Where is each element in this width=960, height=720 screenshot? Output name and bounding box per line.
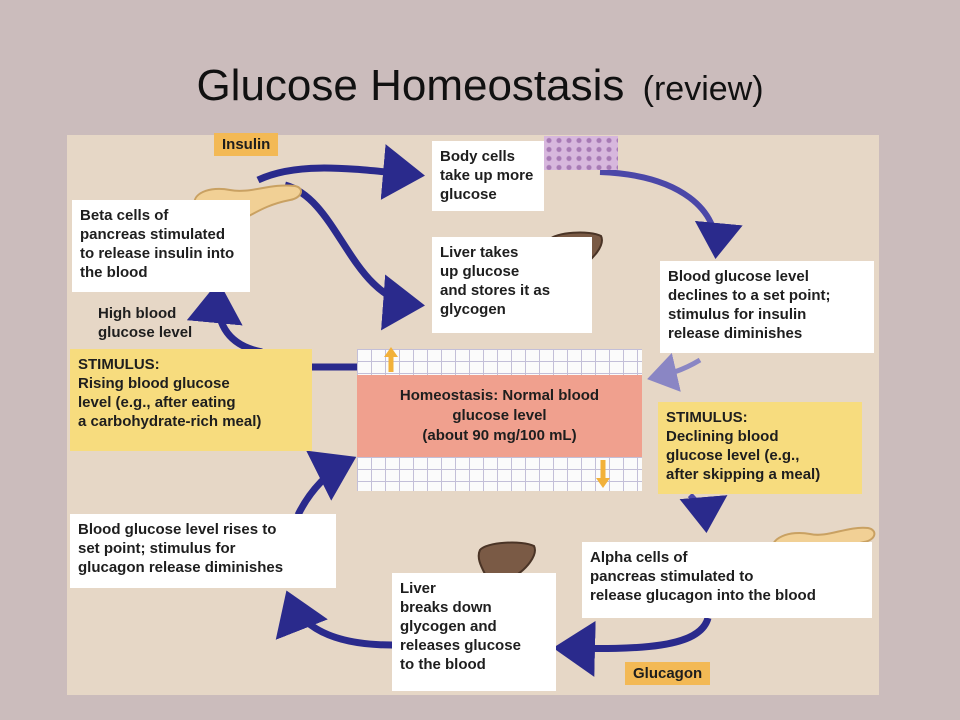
stimulus-rising-box: STIMULUS: Rising blood glucose level (e.… xyxy=(70,349,312,451)
high-blood-label: High blood glucose level xyxy=(98,305,193,341)
insulin-tag: Insulin xyxy=(214,133,279,156)
rises-box: Blood glucose level rises to set point; … xyxy=(70,514,336,588)
beta-cells-box: Beta cells of pancreas stimulated to rel… xyxy=(72,200,250,292)
body-cells-icon xyxy=(544,136,618,170)
alpha-cells-box: Alpha cells of pancreas stimulated to re… xyxy=(582,542,872,618)
liver-breaks-box: Liver breaks down glycogen and releases … xyxy=(392,573,556,691)
stimulus-declining-box: STIMULUS: Declining blood glucose level … xyxy=(658,402,862,494)
title-main: Glucose Homeostasis xyxy=(196,61,625,110)
body-cells-box: Body cells take up more glucose xyxy=(432,141,544,211)
page-title: Glucose Homeostasis (review) xyxy=(0,56,960,119)
glucagon-tag: Glucagon xyxy=(625,662,711,685)
declines-box: Blood glucose level declines to a set po… xyxy=(660,261,874,353)
liver-takes-box: Liver takes up glucose and stores it as … xyxy=(432,237,592,333)
title-sub: (review) xyxy=(642,70,764,108)
homeostasis-box: Homeostasis: Normal blood glucose level … xyxy=(357,375,642,457)
